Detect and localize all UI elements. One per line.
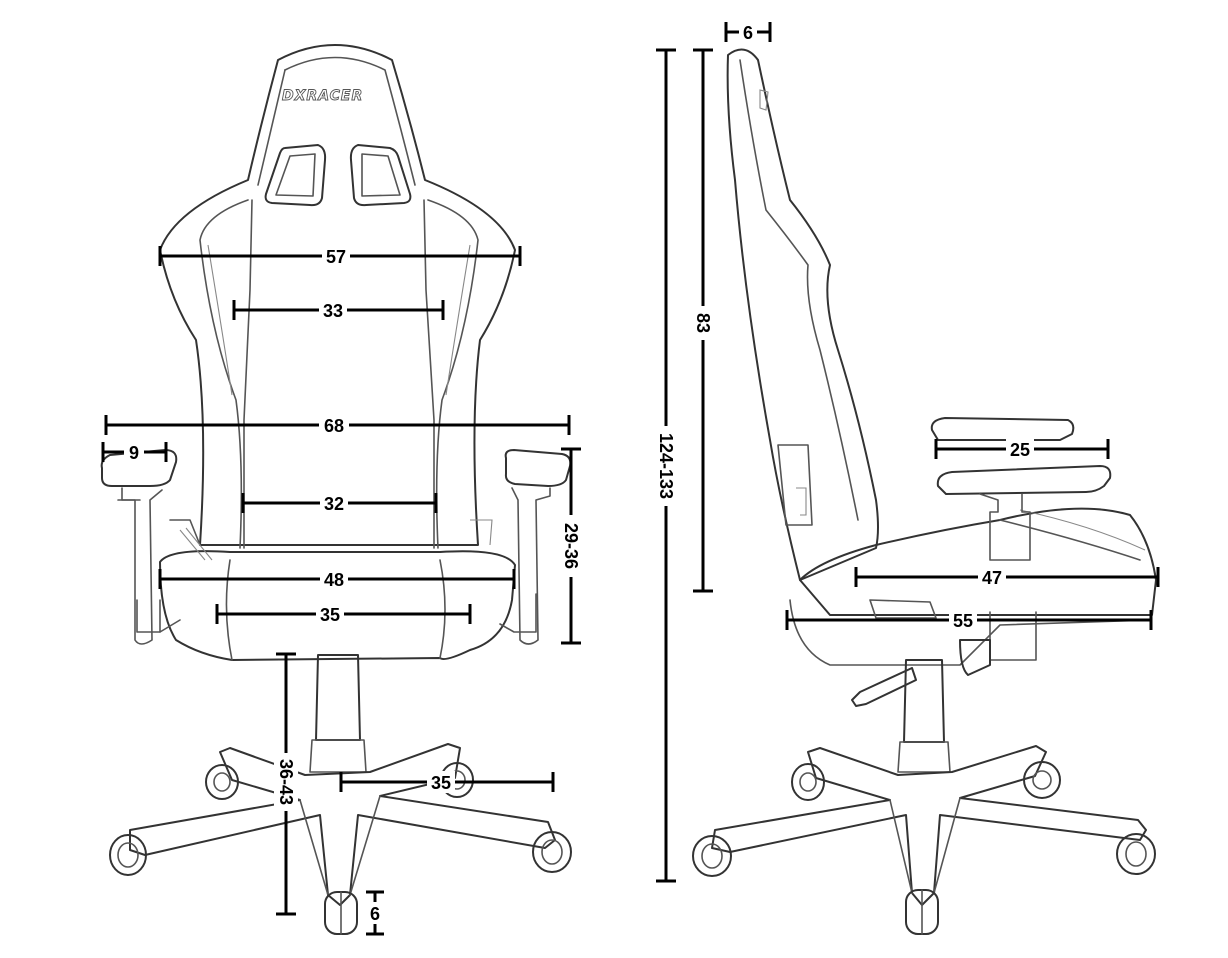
left-headrest-hole <box>264 144 327 207</box>
tilt-lever <box>851 667 917 707</box>
dimension-backrest-height: 83 <box>691 48 715 593</box>
dimension-seat-depth: 47 <box>854 566 1160 588</box>
dimension-seat-inner-width: 35 <box>215 603 472 625</box>
front-caster-center <box>324 891 358 935</box>
label-seat-height: 36-43 <box>276 759 296 805</box>
dimension-backrest-width: 57 <box>158 245 522 267</box>
dimension-caster-height: 6 <box>366 890 384 936</box>
label-seat-inner-width: 35 <box>320 605 340 625</box>
label-total-height: 124-133 <box>656 433 676 499</box>
label-caster-height: 6 <box>370 904 380 924</box>
front-caster-back-left <box>205 764 239 800</box>
side-caster-right <box>1116 833 1156 875</box>
label-backrest-height: 83 <box>693 313 713 333</box>
dimension-backrest-depth: 6 <box>724 21 772 43</box>
label-armrest-length: 25 <box>1010 440 1030 460</box>
side-armrest-pad <box>936 465 1112 495</box>
side-caster-left <box>692 835 732 877</box>
left-armrest-pad <box>100 449 178 487</box>
dimension-armrest-length: 25 <box>934 438 1110 460</box>
dimension-overall-depth: 55 <box>785 609 1153 631</box>
dimension-overall-width: 68 <box>104 414 571 436</box>
label-armrest-height: 29-36 <box>561 523 581 569</box>
label-seat-width: 48 <box>324 570 344 590</box>
label-seat-depth: 47 <box>982 568 1002 588</box>
front-caster-right <box>532 831 572 873</box>
front-caster-left <box>109 834 147 876</box>
dimension-base-radius: 35 <box>339 771 555 793</box>
label-backrest-width: 57 <box>326 247 346 267</box>
side-view-chair-drawing <box>692 48 1157 935</box>
side-caster-back-right <box>1023 761 1061 799</box>
side-caster-back-left <box>791 763 825 801</box>
right-headrest-hole <box>349 144 412 207</box>
label-overall-width: 68 <box>324 416 344 436</box>
dimension-backrest-inner-width: 33 <box>232 299 445 321</box>
dxracer-logo: DXRACER <box>282 88 363 104</box>
label-base-radius: 35 <box>431 773 451 793</box>
side-caster-center <box>905 889 939 935</box>
label-backrest-inner-width: 33 <box>323 301 343 321</box>
label-armrest-width: 9 <box>129 443 139 463</box>
label-lumbar-width: 32 <box>324 494 344 514</box>
dimension-lumbar-width: 32 <box>241 492 438 514</box>
dimension-armrest-width: 9 <box>101 441 168 463</box>
dimension-seat-width: 48 <box>158 568 516 590</box>
label-backrest-depth: 6 <box>743 23 753 43</box>
dimension-armrest-height: 29-36 <box>559 447 583 645</box>
right-armrest-pad <box>504 449 572 487</box>
side-armrest-top <box>930 417 1075 441</box>
dimension-seat-height: 36-43 <box>274 652 298 916</box>
dimension-total-height: 124-133 <box>654 48 678 883</box>
front-view-chair-drawing: DXRACER <box>100 44 572 935</box>
label-overall-depth: 55 <box>953 611 973 631</box>
